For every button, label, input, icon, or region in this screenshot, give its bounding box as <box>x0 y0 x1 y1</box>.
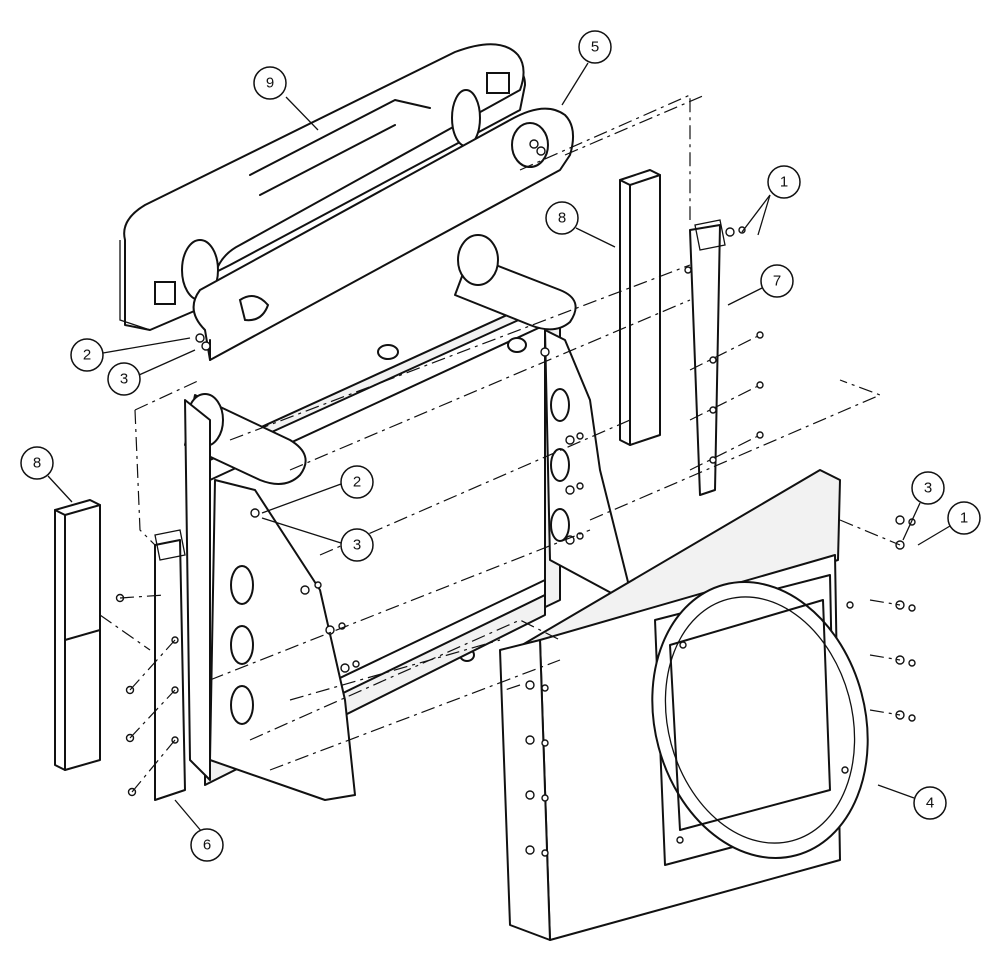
callout-label: 3 <box>120 371 128 388</box>
right-side-bracket <box>544 329 631 596</box>
callout-3-middle: 3 <box>261 517 374 562</box>
part-8-foam-block-left <box>54 499 101 771</box>
part-5-front-plate <box>192 107 575 361</box>
callout-label: 2 <box>83 347 91 364</box>
part-4-fan-shroud <box>499 469 869 941</box>
callout-1-right: 1 <box>917 501 981 546</box>
callout-8-upper: 8 <box>545 201 616 248</box>
callout-label: 3 <box>924 480 932 497</box>
fasteners <box>115 226 916 857</box>
callout-7: 7 <box>727 264 794 306</box>
callout-label: 1 <box>960 510 968 527</box>
callout-label: 6 <box>203 837 211 854</box>
callout-label: 7 <box>773 273 781 290</box>
callout-label: 5 <box>591 39 599 56</box>
callout-label: 8 <box>33 455 41 472</box>
callout-label: 4 <box>926 795 934 812</box>
callout-8-lower: 8 <box>20 446 73 503</box>
callout-label: 3 <box>353 537 361 554</box>
callout-3-upper: 3 <box>107 349 196 396</box>
callout-label: 1 <box>780 174 788 191</box>
part-7-mount-strip <box>684 219 726 496</box>
part-8-foam-block-right <box>619 169 661 446</box>
callout-2-middle: 2 <box>261 465 374 514</box>
callout-label: 8 <box>558 210 566 227</box>
assembly-center-lines <box>99 94 901 793</box>
callout-4: 4 <box>877 784 947 820</box>
left-side-bracket <box>184 399 356 801</box>
callout-1-upper: 1 <box>741 165 801 236</box>
callout-5: 5 <box>561 30 612 106</box>
callout-label: 9 <box>266 75 274 92</box>
callout-6: 6 <box>174 799 224 862</box>
callout-label: 2 <box>353 474 361 491</box>
callout-3-right: 3 <box>902 471 945 541</box>
callout-2-upper: 2 <box>70 337 191 372</box>
callout-9: 9 <box>253 66 319 131</box>
part-6-mount-strip <box>154 529 186 801</box>
